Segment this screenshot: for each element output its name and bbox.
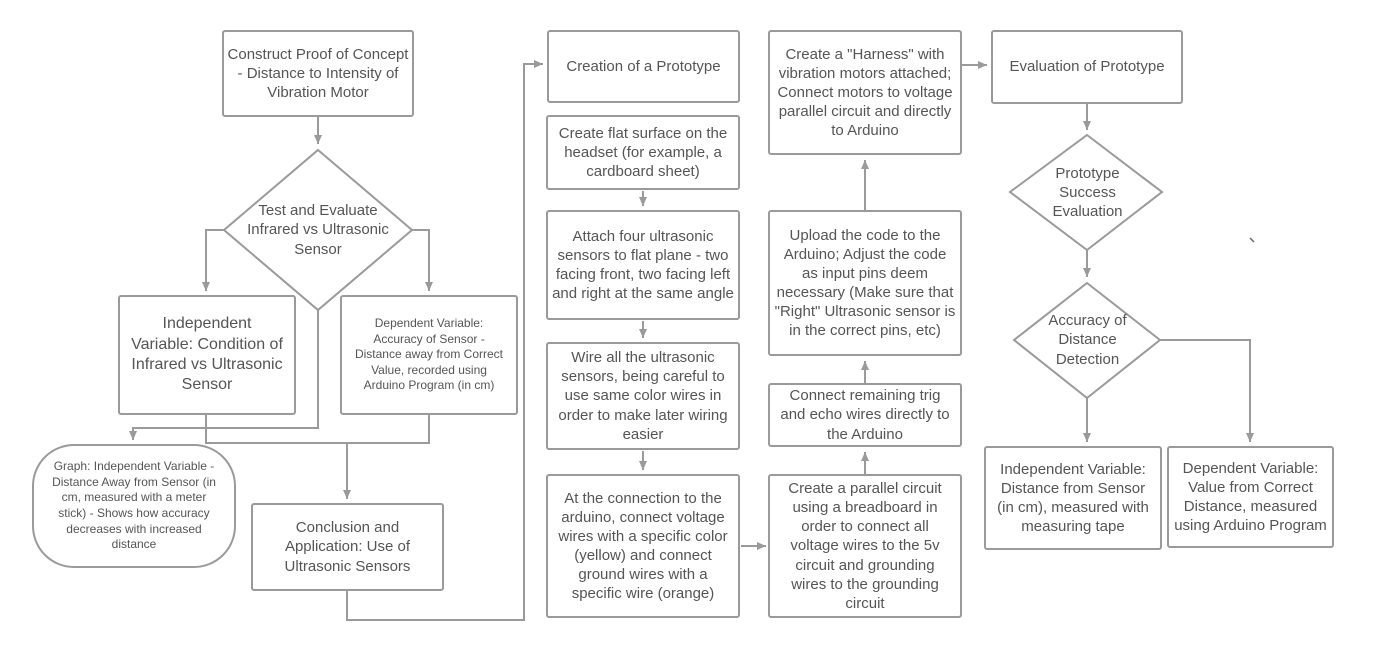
- creation-prototype-box: Creation of a Prototype: [547, 30, 740, 103]
- wire-sensors-box: Wire all the ultrasonic sensors, being c…: [546, 342, 740, 450]
- arrow-accuracy-to-dependent-2: [1160, 339, 1254, 442]
- independent-variable-2-box: Independent Variable: Distance from Sens…: [984, 446, 1162, 550]
- connector-independent-1-to-conclusion: [205, 415, 347, 444]
- arrow-conclusion-to-creation: [346, 60, 543, 621]
- test-evaluate-diamond: [222, 148, 414, 312]
- arrow-test-to-dependent-1: [412, 229, 433, 291]
- arduino-connection-box: At the connection to the arduino, connec…: [546, 474, 740, 618]
- arrow-test-to-graph: [129, 310, 319, 440]
- conclusion-box: Conclusion and Application: Use of Ultra…: [251, 503, 444, 591]
- graph-note-rounded-box: Graph: Independent Variable - Distance A…: [32, 444, 236, 568]
- upload-code-box: Upload the code to the Arduino; Adjust t…: [768, 210, 962, 356]
- accuracy-diamond: [1012, 281, 1162, 400]
- evaluation-prototype-box: Evaluation of Prototype: [991, 30, 1183, 104]
- dependent-variable-1-box: Dependent Variable: Accuracy of Sensor -…: [340, 295, 518, 415]
- stray-mark: [1249, 237, 1255, 243]
- connector-dependent-1-to-conclusion: [347, 415, 430, 444]
- proof-of-concept-box: Construct Proof of Concept - Distance to…: [222, 30, 414, 117]
- harness-box: Create a "Harness" with vibration motors…: [768, 30, 962, 155]
- success-evaluation-diamond: [1008, 133, 1164, 252]
- connect-trig-echo-box: Connect remaining trig and echo wires di…: [768, 383, 962, 447]
- arrow-test-to-independent-1: [202, 229, 224, 291]
- parallel-circuit-box: Create a parallel circuit using a breadb…: [768, 474, 962, 618]
- attach-sensors-box: Attach four ultrasonic sensors to flat p…: [546, 210, 740, 320]
- independent-variable-1-box: Independent Variable: Condition of Infra…: [118, 295, 296, 415]
- dependent-variable-2-box: Dependent Variable: Value from Correct D…: [1167, 446, 1334, 548]
- flat-surface-box: Create flat surface on the headset (for …: [546, 115, 740, 190]
